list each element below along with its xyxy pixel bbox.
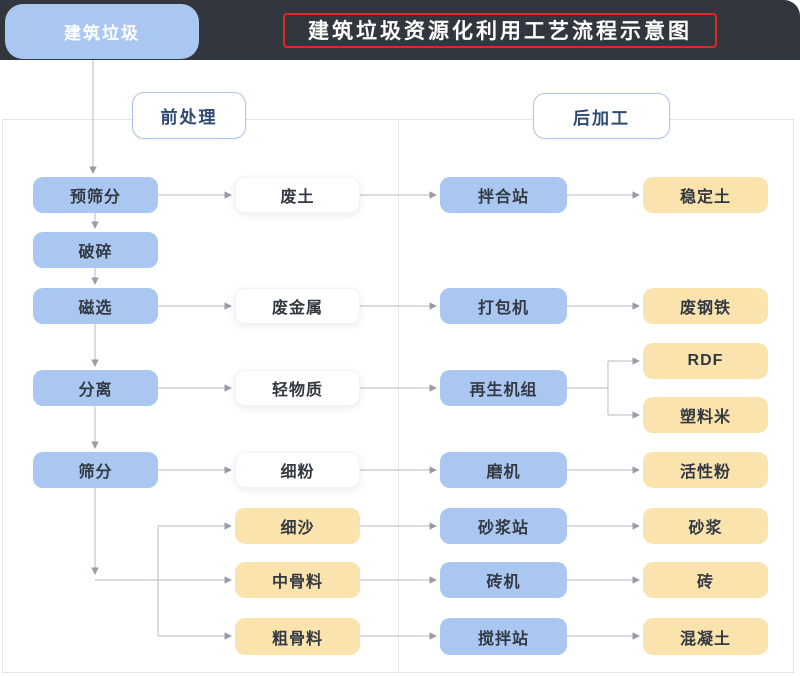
section-header-post: 后加工 [533, 93, 670, 139]
panel-divider [398, 119, 399, 673]
title-highlight-box [283, 13, 717, 48]
header-badge: 建筑垃圾 [5, 4, 199, 59]
section-header-pre: 前处理 [132, 92, 246, 139]
section-pre-label: 前处理 [160, 108, 218, 127]
section-post-label: 后加工 [573, 108, 630, 128]
page-title: 建筑垃圾资源化利用工艺流程示意图 [308, 20, 692, 43]
header-badge-label: 建筑垃圾 [64, 24, 140, 43]
